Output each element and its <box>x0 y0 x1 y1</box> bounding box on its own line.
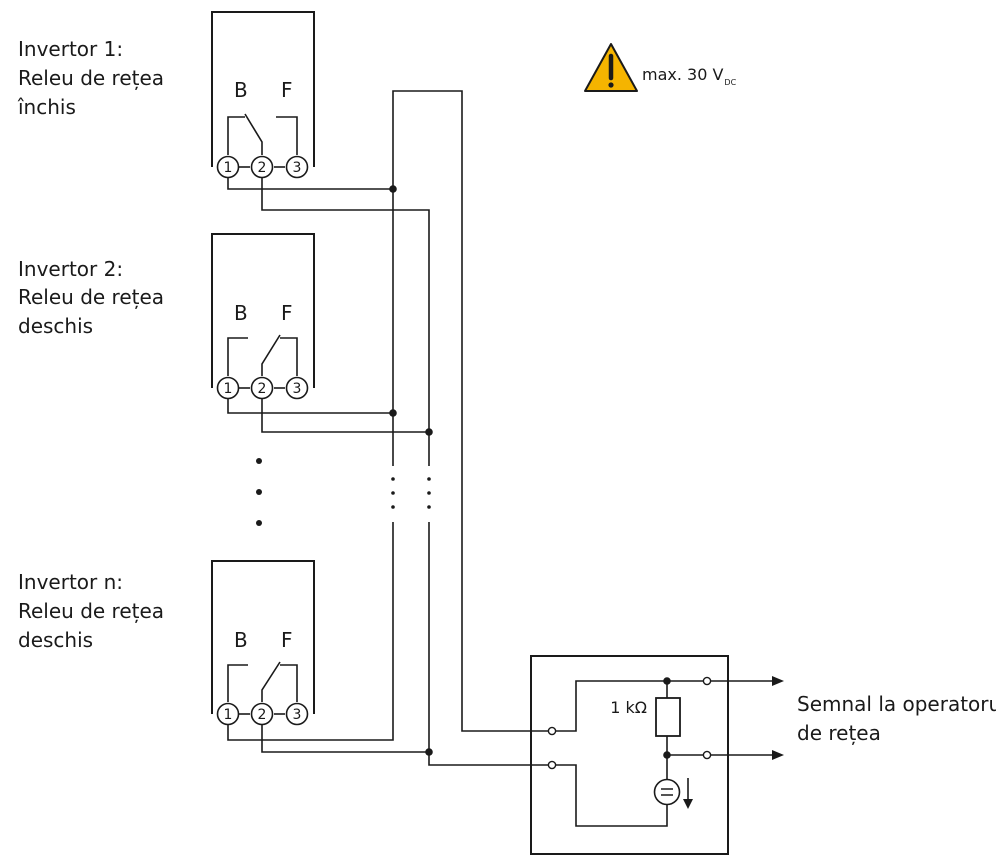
module-input-1 <box>547 726 557 736</box>
inverter-2-title: Invertor 2: <box>18 257 123 281</box>
inverter-2-switch-open <box>261 334 281 376</box>
module-input-2 <box>547 760 557 770</box>
inverter-2-housing <box>211 233 315 388</box>
inverter-n-title: Invertor n: <box>18 570 123 594</box>
signal-module: 1 kΩ <box>530 655 784 855</box>
inverter-2-terminal-3 <box>285 376 309 400</box>
inverter-1-switch-closed <box>244 113 263 155</box>
inverter-n-contact-f <box>280 664 298 702</box>
inverter-2: Invertor 2: Releu de rețea deschis B F 1… <box>18 233 315 400</box>
inverter-n-relay-state: deschis <box>18 628 93 652</box>
resistor <box>655 697 681 737</box>
inverter-n-terminal-1 <box>216 702 240 726</box>
inverter-n-terminal-3 <box>285 702 309 726</box>
inverter-2-contact-f <box>280 337 298 376</box>
module-output-1 <box>702 676 712 686</box>
output-arrow-icon <box>772 750 784 760</box>
inverter-2-terminal-1 <box>216 376 240 400</box>
inverter-1-terminal-3 <box>285 155 309 179</box>
signal-label-line2: de rețea <box>797 721 881 745</box>
module-output-2 <box>702 750 712 760</box>
inverter-n: Invertor n: Releu de rețea deschis B F 1… <box>18 560 315 726</box>
inverter-ellipsis <box>256 458 262 526</box>
inverter-1-contact-f <box>276 116 298 155</box>
inverter-1-relay-state: închis <box>17 95 76 119</box>
svg-text:1: 1 <box>224 707 233 723</box>
inverter-1-housing <box>211 11 315 167</box>
current-arrow-icon <box>683 799 693 809</box>
inverter-1-terminal-2 <box>250 155 274 179</box>
svg-text:3: 3 <box>293 707 302 723</box>
voltage-warning: max. 30 VDC <box>584 43 737 92</box>
inverter-1-terminal-1 <box>216 155 240 179</box>
inverter-2-terminal-2 <box>250 376 274 400</box>
resistor-label: 1 kΩ <box>610 698 647 717</box>
output-arrow-icon <box>772 676 784 686</box>
inverter-n-label-f: F <box>281 628 293 652</box>
inverter-2-relay-label: Releu de rețea <box>18 285 164 309</box>
warning-triangle-icon <box>584 43 638 92</box>
inverter-2-label-b: B <box>234 301 248 325</box>
inverter-n-housing <box>211 560 315 714</box>
inverter-n-contact-b <box>227 664 248 702</box>
svg-text:max. 30 VDC: max. 30 VDC <box>642 65 737 87</box>
inverter-2-relay-state: deschis <box>18 314 93 338</box>
svg-text:3: 3 <box>293 381 302 397</box>
inverter-1-relay-label: Releu de rețea <box>18 66 164 90</box>
signal-label-line1: Semnal la operatorul <box>797 692 996 716</box>
inverter-1: Invertor 1: Releu de rețea închis B F 1 … <box>17 11 315 179</box>
warning-text: max. 30 V <box>642 65 723 84</box>
inverter-n-terminal-2 <box>250 702 274 726</box>
svg-text:1: 1 <box>224 381 233 397</box>
inverter-2-label-f: F <box>281 301 293 325</box>
inverter-1-label-b: B <box>234 78 248 102</box>
inverter-n-relay-label: Releu de rețea <box>18 599 164 623</box>
inverter-1-label-f: F <box>281 78 293 102</box>
svg-text:2: 2 <box>258 160 267 176</box>
inverter-2-contact-b <box>227 337 248 376</box>
inverter-1-contact-b <box>227 116 245 155</box>
svg-text:2: 2 <box>258 381 267 397</box>
inverter-1-title: Invertor 1: <box>18 37 123 61</box>
dc-source-icon <box>653 778 681 806</box>
inverter-n-switch-open <box>261 661 281 702</box>
inverter-n-label-b: B <box>234 628 248 652</box>
svg-text:2: 2 <box>258 707 267 723</box>
svg-text:3: 3 <box>293 160 302 176</box>
bus-wiring <box>227 90 549 766</box>
warning-subscript: DC <box>724 78 736 87</box>
svg-text:1: 1 <box>224 160 233 176</box>
